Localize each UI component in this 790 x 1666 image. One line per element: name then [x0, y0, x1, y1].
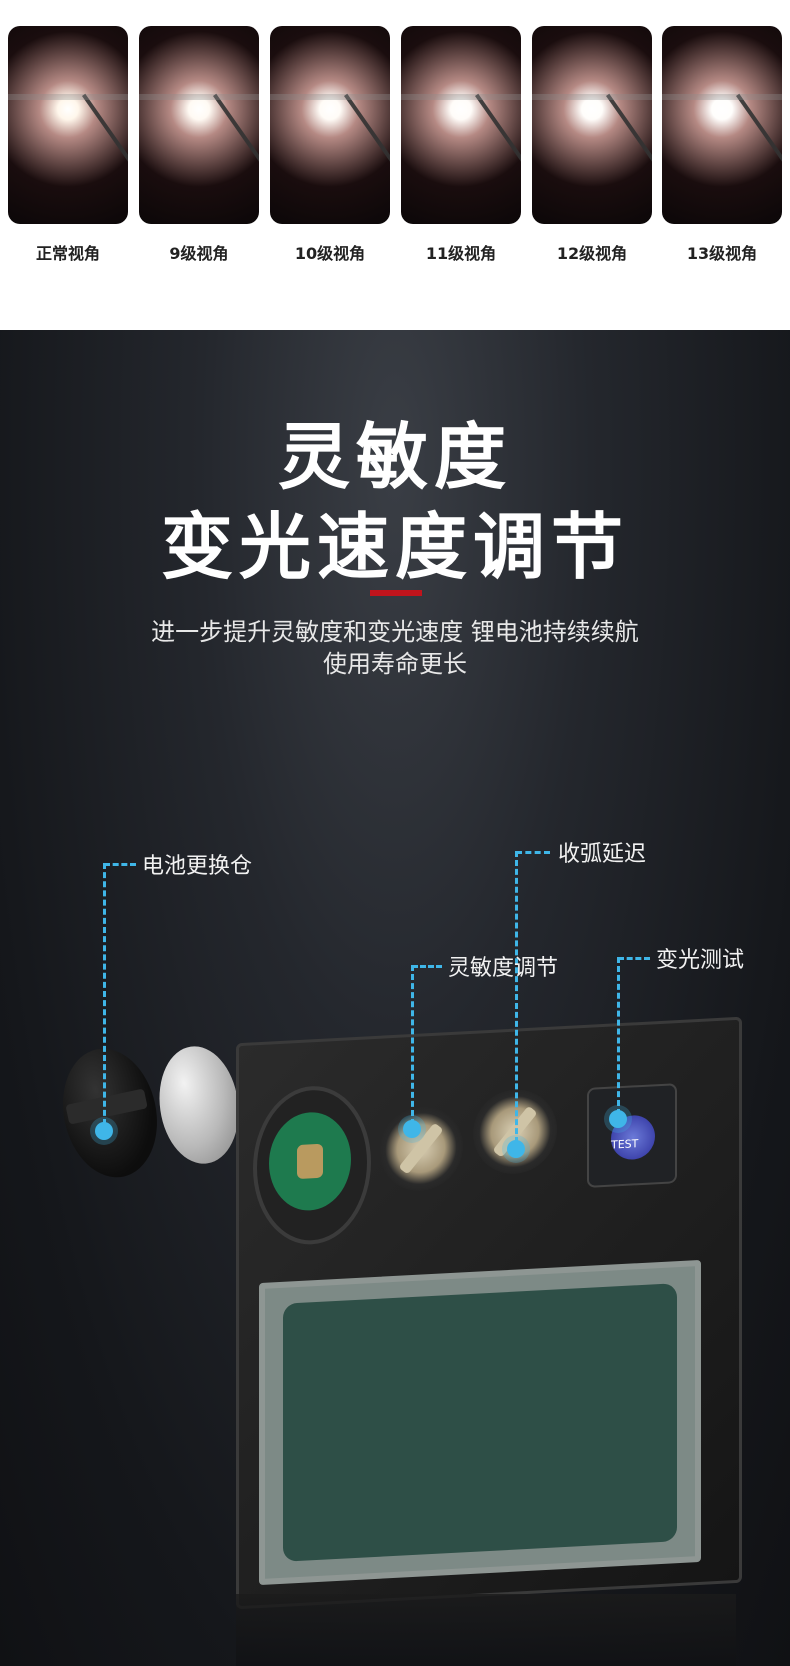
shade-thumbnail	[8, 26, 128, 224]
shade-thumbnail	[532, 26, 652, 224]
callout-battery-line-h	[104, 863, 136, 866]
hero-title-line2: 变光速度调节	[160, 505, 629, 589]
shade-thumbnail	[662, 26, 782, 224]
shade-label: 11级视角	[425, 244, 497, 263]
shade-label: 12级视角	[556, 244, 628, 263]
callout-sensitivity-line-h	[412, 965, 442, 968]
callout-test-line-h	[618, 957, 650, 960]
callout-delay-line-h	[516, 851, 550, 854]
auto-darkening-filter-cartridge: TEST	[236, 1016, 742, 1610]
callout-battery-label: 电池更换仓	[142, 854, 253, 879]
callout-test-line-v	[617, 957, 620, 1115]
callout-sensitivity-label: 灵敏度调节	[448, 956, 559, 981]
callout-test-dot	[609, 1110, 627, 1128]
accent-divider	[370, 590, 422, 596]
test-button-label: TEST	[611, 1137, 639, 1152]
callout-test-label: 变光测试	[656, 948, 745, 973]
shade-label: 13级视角	[686, 244, 758, 263]
shade-thumbnail	[401, 26, 521, 224]
hero-title-line1: 灵敏度	[277, 415, 512, 499]
callout-delay-line-v	[515, 851, 518, 1143]
shade-views-strip: 正常视角 9级视角 10级视角 11级视角 12级视角 13级视角	[0, 0, 790, 330]
shade-label: 正常视角	[35, 244, 100, 263]
lens-glass	[283, 1283, 677, 1562]
shade-thumbnail	[139, 26, 259, 224]
circuit-board	[269, 1110, 351, 1213]
lens-window	[259, 1259, 701, 1586]
callout-sensitivity-line-v	[411, 965, 414, 1125]
callout-sensitivity-dot	[403, 1120, 421, 1138]
hero-subtitle-line2: 使用寿命更长	[323, 650, 467, 678]
hero-subtitle-line1: 进一步提升灵敏度和变光速度 锂电池持续续航	[151, 618, 639, 646]
callout-delay-label: 收弧延迟	[558, 842, 647, 867]
callout-battery-line-v	[103, 863, 106, 1125]
device-reflection	[236, 1594, 736, 1666]
shade-label: 10级视角	[294, 244, 366, 263]
callout-delay-dot	[507, 1140, 525, 1158]
battery-compartment	[253, 1083, 371, 1248]
callout-battery-dot	[95, 1122, 113, 1140]
shade-thumbnail	[270, 26, 390, 224]
shade-label: 9级视角	[169, 244, 229, 263]
sensitivity-knob	[379, 1104, 463, 1193]
test-button	[587, 1083, 677, 1188]
